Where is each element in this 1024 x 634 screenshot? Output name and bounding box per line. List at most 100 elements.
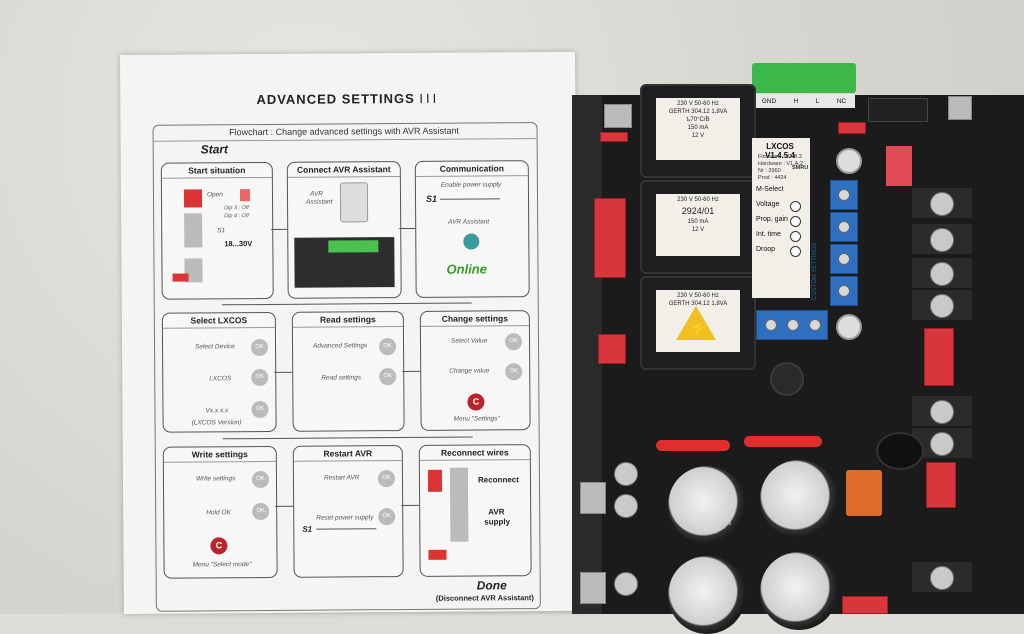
- metal-bracket: [948, 96, 972, 120]
- red-connector: [594, 198, 626, 278]
- screw: [614, 494, 638, 518]
- arrow: [401, 504, 420, 507]
- ok-button-graphic: OK: [377, 470, 396, 488]
- blue-potentiometer: [830, 244, 858, 274]
- box-read-settings: Read settings Advanced Settings OK Read …: [291, 311, 405, 432]
- power-button-graphic: [463, 233, 480, 250]
- board-edge: [572, 95, 602, 614]
- screw-terminal: [912, 562, 972, 592]
- fuse-holder: [876, 432, 924, 470]
- sheet-title: ADVANCED SETTINGS III: [256, 90, 440, 108]
- arrow: [402, 370, 421, 373]
- ok-button-graphic: OK: [251, 400, 269, 419]
- red-resistor: [744, 436, 822, 447]
- instruction-sheet: ADVANCED SETTINGS III Flowchart : Change…: [120, 51, 579, 614]
- terminal-graphic: [172, 273, 189, 282]
- box-change-settings: Change settings Select Value OK Change v…: [419, 310, 531, 431]
- green-terminal-block: [752, 63, 856, 93]
- metal-bracket: [580, 572, 606, 604]
- screw-terminal: [912, 224, 972, 254]
- metal-bracket: [580, 482, 606, 514]
- connector-graphic: [184, 213, 203, 248]
- setting-indicator: [790, 231, 801, 242]
- red-connector: [926, 462, 956, 508]
- ok-button-graphic: OK: [250, 338, 269, 357]
- blue-potentiometer: [830, 212, 858, 242]
- red-resistor: [656, 440, 730, 451]
- red-connector: [924, 328, 954, 386]
- box-communication: Communication Enable power supply S1 AVR…: [414, 160, 530, 298]
- metal-bracket: [604, 104, 632, 128]
- screw-terminal: [912, 396, 972, 426]
- done-sublabel: (Disconnect AVR Assistant): [435, 593, 534, 603]
- transformer-top: 230 V 50-60 Hz GERTH 304.12 1,8VA tₐ70°C…: [640, 84, 756, 178]
- flowchart-title: Flowchart : Change advanced settings wit…: [152, 122, 536, 142]
- ok-button-graphic: OK: [378, 508, 396, 526]
- arrow: [399, 227, 416, 230]
- terminal-labels: GND H L NC: [753, 94, 855, 108]
- red-connector: [598, 334, 626, 364]
- sticker-number: 2924/01: [681, 206, 715, 216]
- blue-potentiometer-row: [756, 310, 828, 340]
- ok-button-graphic: OK: [378, 338, 397, 356]
- setting-indicator: [790, 216, 801, 227]
- capacitor: [760, 460, 838, 538]
- box-select-lxcos: Select LXCOS Select Device OK LXCOS OK V…: [161, 311, 277, 433]
- switch-line: [440, 198, 501, 200]
- connector-graphic: [449, 467, 469, 542]
- blue-potentiometer: [830, 180, 858, 210]
- avr-assistant-device-graphic: [339, 182, 369, 223]
- brand-logo: SMRU: [792, 165, 809, 171]
- red-connector: [842, 596, 888, 614]
- dip-switch: [886, 146, 912, 186]
- trimmer-pot: [836, 148, 862, 174]
- ok-button-graphic: OK: [252, 502, 270, 521]
- ok-button-graphic: OK: [379, 368, 397, 386]
- screw: [614, 462, 638, 486]
- start-label: Start: [200, 142, 229, 157]
- c-button-graphic: C: [467, 393, 485, 411]
- capacitor: [760, 552, 838, 630]
- c-button-graphic: C: [210, 537, 228, 555]
- terminal-graphic: [428, 549, 447, 560]
- custom-settings-label: CUSTOM SETTINGS: [812, 242, 818, 300]
- box-reconnect-wires: Reconnect wires Reconnect AVR supply: [418, 444, 532, 577]
- green-terminal-graphic: [328, 240, 379, 253]
- blue-potentiometer: [830, 276, 858, 306]
- dip-switch-graphic: [239, 189, 251, 202]
- ok-button-graphic: OK: [505, 363, 523, 381]
- screw: [614, 572, 638, 596]
- switch-line: [316, 528, 377, 530]
- lightning-bolt-icon: ⚡: [690, 320, 708, 336]
- screw-terminal: [912, 290, 972, 320]
- ok-button-graphic: OK: [251, 368, 269, 387]
- orange-relay: [846, 470, 882, 516]
- ok-button-graphic: OK: [504, 333, 523, 351]
- inductor: [770, 362, 804, 396]
- screw-terminal: [912, 258, 972, 288]
- ok-button-graphic: OK: [251, 470, 270, 489]
- transformer-bottom: 230 V 50-60 Hz GERTH 304.12 1,8VA: [640, 276, 756, 370]
- box-connect-avr-assistant: Connect AVR Assistant AVR Assistant: [286, 161, 402, 299]
- arrow: [271, 228, 288, 230]
- setting-indicator: [790, 246, 801, 257]
- screw-terminal: [912, 188, 972, 218]
- terminal-graphic: [427, 469, 443, 492]
- arrow: [274, 371, 293, 373]
- terminal-graphic: [183, 189, 203, 208]
- trimmer-pot: [836, 314, 862, 340]
- capacitor: 820 220 V: [668, 466, 746, 544]
- model-label: LXCOS V1.4.5.4: [765, 142, 795, 160]
- box-restart-avr: Restart AVR Restart AVR OK Reset power s…: [292, 445, 404, 578]
- pin-header: [868, 98, 928, 122]
- red-connector: [838, 122, 866, 134]
- high-voltage-warning-icon: [676, 306, 716, 340]
- capacitor: [668, 556, 746, 634]
- arrow: [275, 505, 294, 507]
- done-label: Done: [476, 578, 507, 593]
- transformer-middle: 230 V 50-60 Hz 2924/01 150 mA 12 V: [640, 180, 756, 274]
- red-connector: [600, 132, 628, 142]
- box-write-settings: Write settings Write settings OK Hold OK…: [162, 445, 278, 579]
- box-start-situation: Start situation Open Dip 3 : Off Dip 4 :…: [160, 161, 274, 300]
- setting-indicator: [790, 201, 801, 212]
